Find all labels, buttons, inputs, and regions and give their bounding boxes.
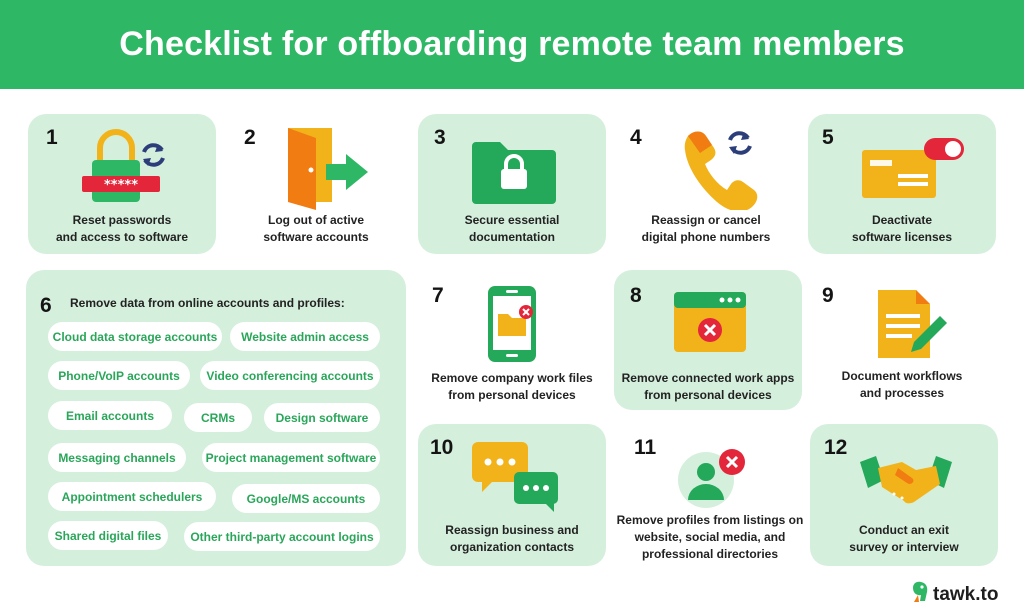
item-caption: Conduct an exit survey or interview [849,523,959,554]
tag-pill: Project management software [202,443,380,472]
locked-folder-icon [470,136,558,206]
brand-logo: tawk.to [910,580,998,609]
document-pen-icon [874,286,952,362]
tag-pill: CRMs [184,403,252,432]
item-caption: Reassign or cancel digital phone numbers [641,213,771,244]
item-number: 3 [434,126,446,149]
tag-pill: Video conferencing accounts [200,361,380,390]
padlock-icon: ***** [78,122,168,208]
tag-pill: Email accounts [48,401,172,430]
tag-pill: Shared digital files [48,521,168,550]
checklist-item-11: 11 Remove profiles from listings on webs… [612,424,808,566]
checklist-item-9: 9 Document workflows and processes [808,270,996,410]
tag-pill: Other third-party account logins [184,522,380,551]
tag-pill: Design software [264,403,380,432]
item-caption: Reset passwords and access to software [55,213,189,244]
tag-pill: Google/MS accounts [232,484,380,513]
checklist-item-5: 5 Deactivate software licenses [808,114,996,254]
tawk-logo-icon [910,580,930,609]
item-number: 6 [40,294,52,317]
item-caption: Log out of active software accounts [263,213,369,244]
tag-pill: Website admin access [230,322,380,351]
item-caption: Document workflows and processes [841,369,963,400]
item-number: 4 [630,126,642,149]
item-number: 5 [822,126,834,149]
checklist-item-2: 2 Log out of active software accounts [222,114,410,254]
tag-pill: Phone/VoIP accounts [48,361,190,390]
phone-icon [680,124,760,210]
user-remove-icon [676,446,752,510]
checklist-item-6: 6 Remove data from online accounts and p… [26,270,406,566]
tag-pill: Messaging channels [48,443,186,472]
item-caption: Reassign business and organization conta… [445,523,579,554]
app-window-icon [672,290,748,354]
tag-pill: Appointment schedulers [48,482,216,511]
checklist-item-1: 1 ***** Reset passwords and access to so… [28,114,216,254]
checklist-item-4: 4 Reassign or cancel digital phone numbe… [612,114,800,254]
checklist-item-10: 10 Reassign business and organization co… [418,424,606,566]
checklist-item-12: 12 Conduct an exit survey or interview [810,424,998,566]
tag-pill: Cloud data storage accounts [48,322,222,351]
item-number: 1 [46,126,58,149]
item-caption: Remove connected work apps from personal… [621,371,795,402]
item-caption: Deactivate software licenses [851,213,953,244]
data-card-title: Remove data from online accounts and pro… [70,296,345,310]
brand-text: tawk.to [933,583,999,605]
item-caption: Remove company work files from personal … [431,371,593,402]
item-number: 7 [432,284,444,307]
chat-bubbles-icon [470,438,562,516]
item-number: 12 [824,436,848,459]
item-number: 10 [430,436,454,459]
license-toggle-icon [858,136,968,200]
item-number: 2 [244,126,256,149]
page-title: Checklist for offboarding remote team me… [119,25,905,63]
item-caption: Secure essential documentation [464,213,560,244]
item-caption: Remove profiles from listings on website… [616,513,804,561]
door-exit-icon [284,124,374,210]
handshake-icon [858,454,954,504]
checklist-item-7: 7 Remove company work files from persona… [418,270,606,410]
checklist-item-3: 3 Secure essential documentation [418,114,606,254]
item-number: 9 [822,284,834,307]
svg-text:*****: ***** [104,178,138,193]
item-number: 11 [634,436,657,459]
checklist-item-8: 8 Remove connected work apps from person… [614,270,802,410]
title-banner: Checklist for offboarding remote team me… [0,0,1024,89]
item-number: 8 [630,284,642,307]
smartphone-icon [486,284,540,364]
